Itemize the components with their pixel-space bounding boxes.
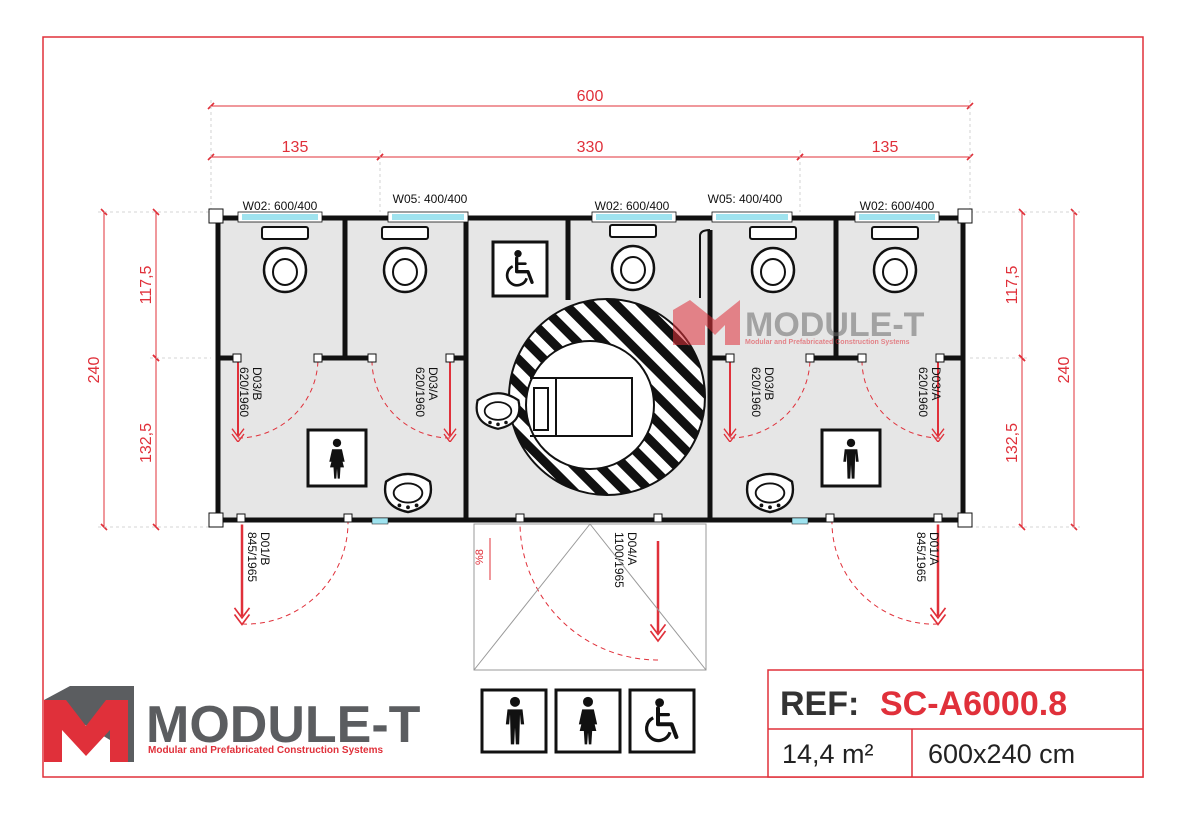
module-size: 600x240 cm (928, 739, 1075, 769)
window-label: W02: 600/400 (243, 199, 318, 213)
logo-name: MODULE-T (146, 696, 421, 754)
dim-total-width: 600 (577, 88, 604, 105)
walls (215, 215, 966, 523)
corner-posts (208, 208, 973, 528)
door-size: 620/1960 (237, 367, 251, 417)
ramp-slope: %8 (474, 549, 486, 565)
dim-height-upper-left: 117,5 (138, 265, 155, 304)
watermark: MODULE-T Modular and Prefabricated Const… (673, 300, 925, 346)
dim-height-upper-right: 117,5 (1004, 265, 1021, 304)
window-label: W05: 400/400 (393, 192, 468, 206)
dim-height-total-left: 240 (86, 357, 103, 384)
door-size: 620/1960 (749, 367, 763, 417)
wheelchair-zone (525, 340, 655, 470)
logo-tagline: Modular and Prefabricated Construction S… (148, 745, 383, 756)
window-label: W02: 600/400 (860, 199, 935, 213)
door-code: D01/B (258, 532, 272, 565)
company-logo: MODULE-T Modular and Prefabricated Const… (44, 686, 421, 762)
door-size: 845/1965 (914, 532, 928, 582)
title-block: REF: SC-A6000.8 14,4 m² 600x240 cm (767, 669, 1144, 778)
wheelchair-outline (530, 377, 633, 437)
dim-height-total-right: 240 (1056, 357, 1073, 384)
window-label: W02: 600/400 (595, 199, 670, 213)
door-code: D03/B (762, 367, 776, 400)
access-ramp (473, 523, 707, 671)
floor-area-value: 14,4 m² (782, 739, 874, 769)
toilet-icon (260, 226, 310, 294)
door-size: 845/1965 (245, 532, 259, 582)
dim-right-section: 135 (872, 139, 899, 156)
toilet-icon (380, 226, 430, 294)
dim-height-lower-left: 132,5 (138, 423, 155, 463)
watermark-name: MODULE-T (745, 306, 925, 344)
dim-height-lower-right: 132,5 (1004, 423, 1021, 463)
watermark-tagline: Modular and Prefabricated Construction S… (745, 339, 910, 346)
accessible-sink-icon (475, 391, 521, 431)
door-size: 620/1960 (916, 367, 930, 417)
ref-code: SC-A6000.8 (880, 685, 1067, 723)
door-size: 620/1960 (413, 367, 427, 417)
ref-label: REF: (780, 685, 859, 723)
door-swings (237, 357, 941, 439)
window-label: W05: 400/400 (708, 192, 783, 206)
dim-left-section: 135 (282, 139, 309, 156)
door-code: D03/A (426, 367, 440, 400)
drawing-frame (42, 36, 1144, 778)
legend-icons (480, 688, 696, 754)
toilet-icon (748, 226, 798, 294)
toilet-icon (870, 226, 920, 294)
toilet-icon (608, 224, 658, 292)
extension-lines (98, 100, 1080, 528)
door-code: D03/B (250, 367, 264, 400)
dimensions (100, 102, 1078, 531)
sink-icon (745, 472, 795, 514)
sink-icon (383, 472, 433, 514)
accessible-sign (491, 240, 549, 298)
window-openings (237, 211, 940, 223)
door-code: D03/A (929, 367, 943, 400)
door-code: D01/A (927, 532, 941, 565)
exterior-doors (233, 523, 947, 643)
dim-middle-section: 330 (577, 139, 604, 156)
door-code: D04/A (625, 532, 639, 565)
